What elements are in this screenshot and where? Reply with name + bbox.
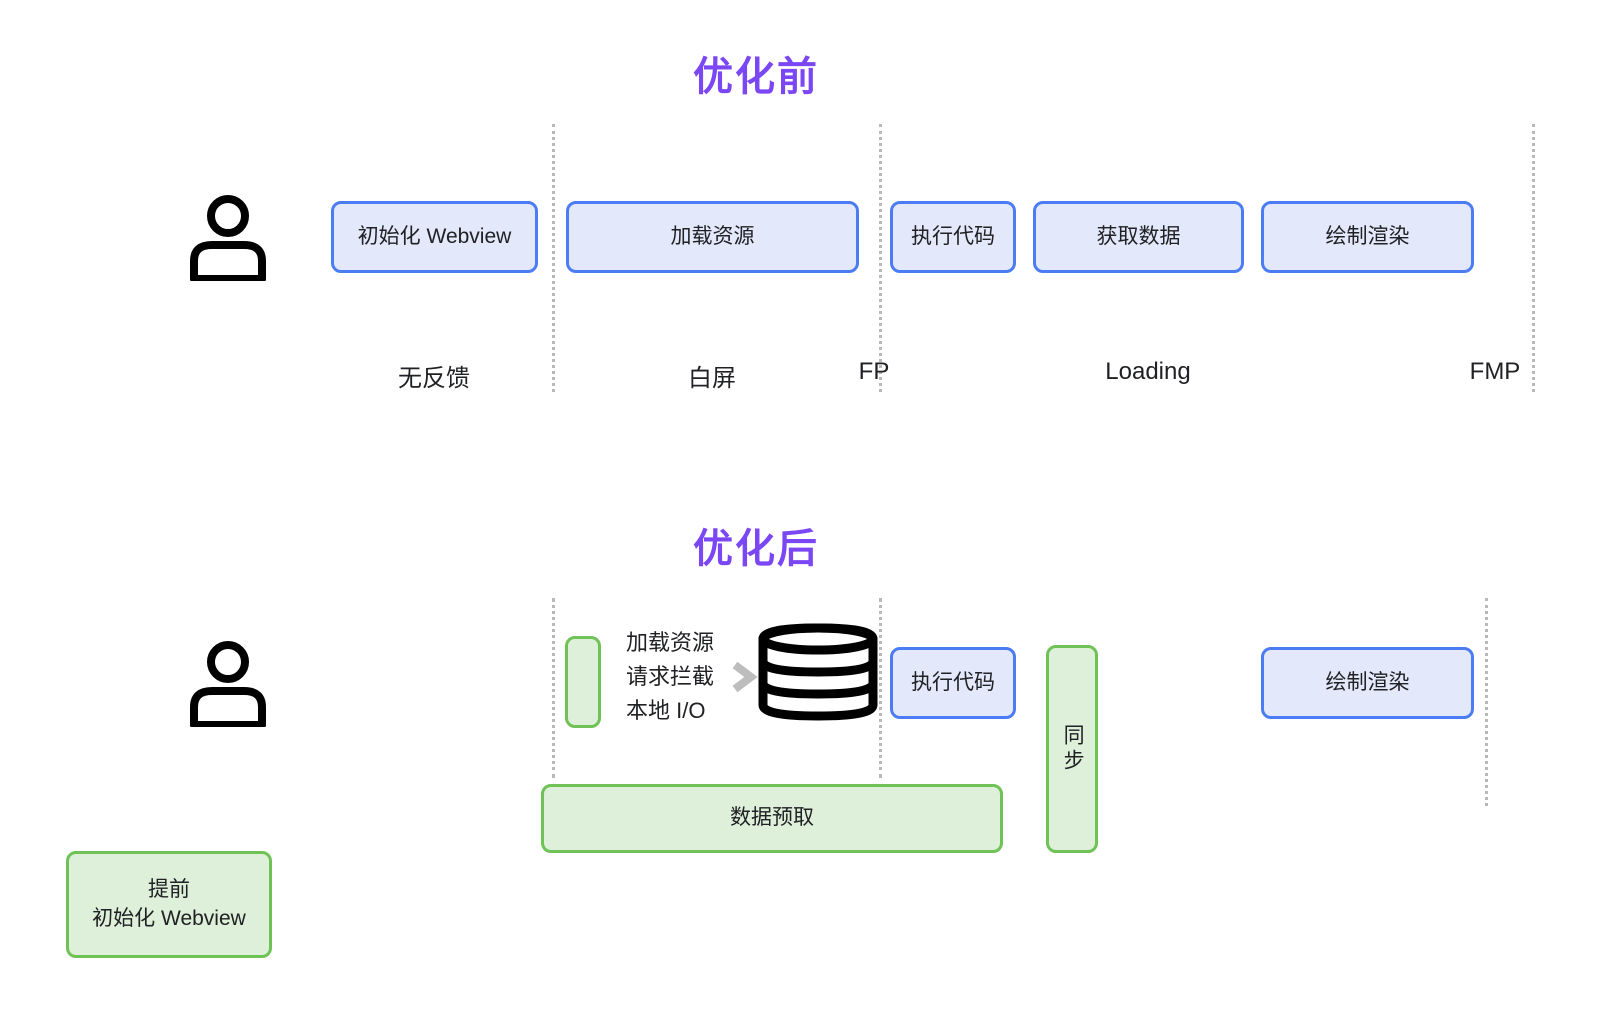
phase-label-no-feedback: 无反馈 (398, 365, 470, 392)
person-icon (186, 193, 270, 281)
timeline-tick-5 (879, 598, 882, 778)
stage-box-fetch-data[interactable]: 获取数据 (1033, 201, 1244, 273)
stage-box-intercept-sliver[interactable] (565, 636, 601, 728)
chevron-right-icon (730, 660, 760, 694)
stage-box-paint-render-after[interactable]: 绘制渲染 (1261, 647, 1474, 719)
phase-label-loading: Loading (1105, 358, 1191, 385)
database-icon (757, 622, 879, 722)
stage-box-data-prefetch[interactable]: 数据预取 (541, 784, 1003, 853)
section-title-before: 优化前 (693, 55, 819, 99)
phase-label-white-screen: 白屏 (688, 365, 736, 392)
timeline-tick-2 (879, 124, 882, 392)
stage-box-paint-render[interactable]: 绘制渲染 (1261, 201, 1474, 273)
stage-box-preinit-webview[interactable]: 提前 初始化 Webview (66, 851, 272, 958)
phase-label-fp: FP (858, 358, 890, 385)
stage-box-init-webview[interactable]: 初始化 Webview (331, 201, 538, 273)
timeline-tick-6 (1485, 598, 1488, 806)
phase-label-fmp: FMP (1469, 358, 1521, 385)
timeline-tick-3 (1532, 124, 1535, 392)
timeline-tick-1 (552, 124, 555, 392)
timeline-tick-4 (552, 598, 555, 778)
section-title-after: 优化后 (693, 527, 819, 571)
stage-box-execute-code-after[interactable]: 执行代码 (890, 647, 1016, 719)
stage-box-sync[interactable]: 同步 (1046, 645, 1098, 853)
annotation-resource-intercept: 加载资源 请求拦截 本地 I/O (626, 630, 715, 724)
stage-box-load-resource[interactable]: 加载资源 (566, 201, 859, 273)
stage-box-execute-code[interactable]: 执行代码 (890, 201, 1016, 273)
person-icon-after (186, 639, 270, 727)
